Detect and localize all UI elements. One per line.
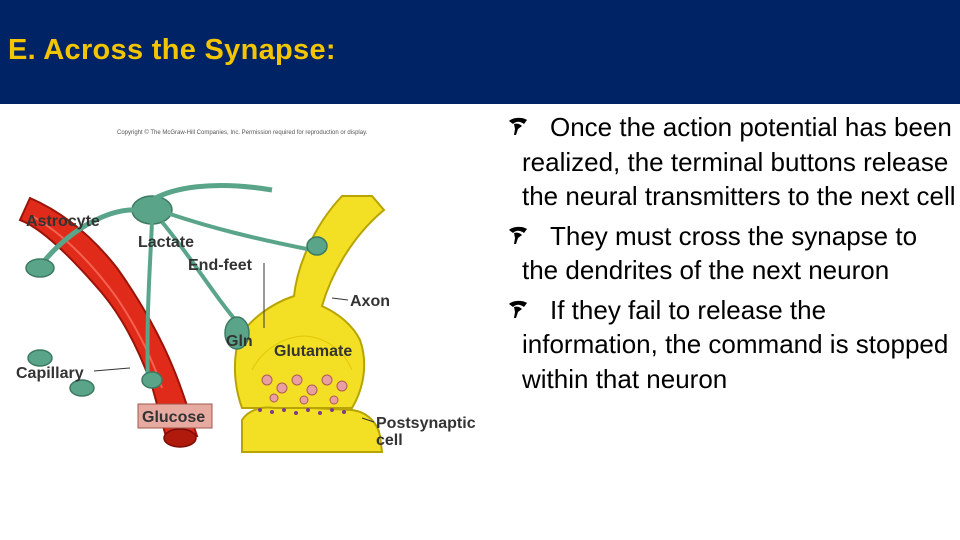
flower-bullet-icon [509,226,527,244]
label-glucose: Glucose [142,409,205,426]
synapse-illustration: Copyright © The McGraw-Hill Companies, I… [16,129,476,453]
label-gln: Gln [226,333,253,350]
label-astrocyte: Astrocyte [26,213,100,230]
label-glutamate: Glutamate [274,343,352,360]
flower-bullet-icon [509,300,527,318]
label-end-feet: End-feet [188,257,253,274]
copyright-notice: Copyright © The McGraw-Hill Companies, I… [117,129,368,136]
bullet-item: If they fail to release the information,… [506,293,958,397]
label-postsynaptic-cell: cell [376,432,403,449]
label-capillary: Capillary [16,365,84,382]
bullet-text: Once the action potential has been reali… [522,112,956,211]
astrocyte-cell [25,182,328,397]
slide-title: E. Across the Synapse: [8,34,336,66]
label-lactate: Lactate [138,234,194,251]
flower-bullet-icon [509,117,527,135]
axon-shape [233,195,386,409]
synaptic-cleft [258,408,346,415]
label-axon: Axon [350,293,390,310]
title-bar: E. Across the Synapse: [0,0,960,104]
synapse-diagram: Copyright © The McGraw-Hill Companies, I… [12,118,492,458]
bullet-item: They must cross the synapse to the dendr… [506,219,958,288]
postsynaptic-cell-shape [241,406,384,453]
bullet-text: They must cross the synapse to the dendr… [522,220,918,286]
label-postsynaptic: Postsynaptic [376,415,476,432]
vesicles [261,374,348,405]
bullet-item: Once the action potential has been reali… [506,110,958,214]
leader-lines [93,263,375,423]
bullet-text: If they fail to release the information,… [522,294,949,394]
glucose-box [137,403,213,429]
bullet-list: Once the action potential has been reali… [506,110,958,401]
